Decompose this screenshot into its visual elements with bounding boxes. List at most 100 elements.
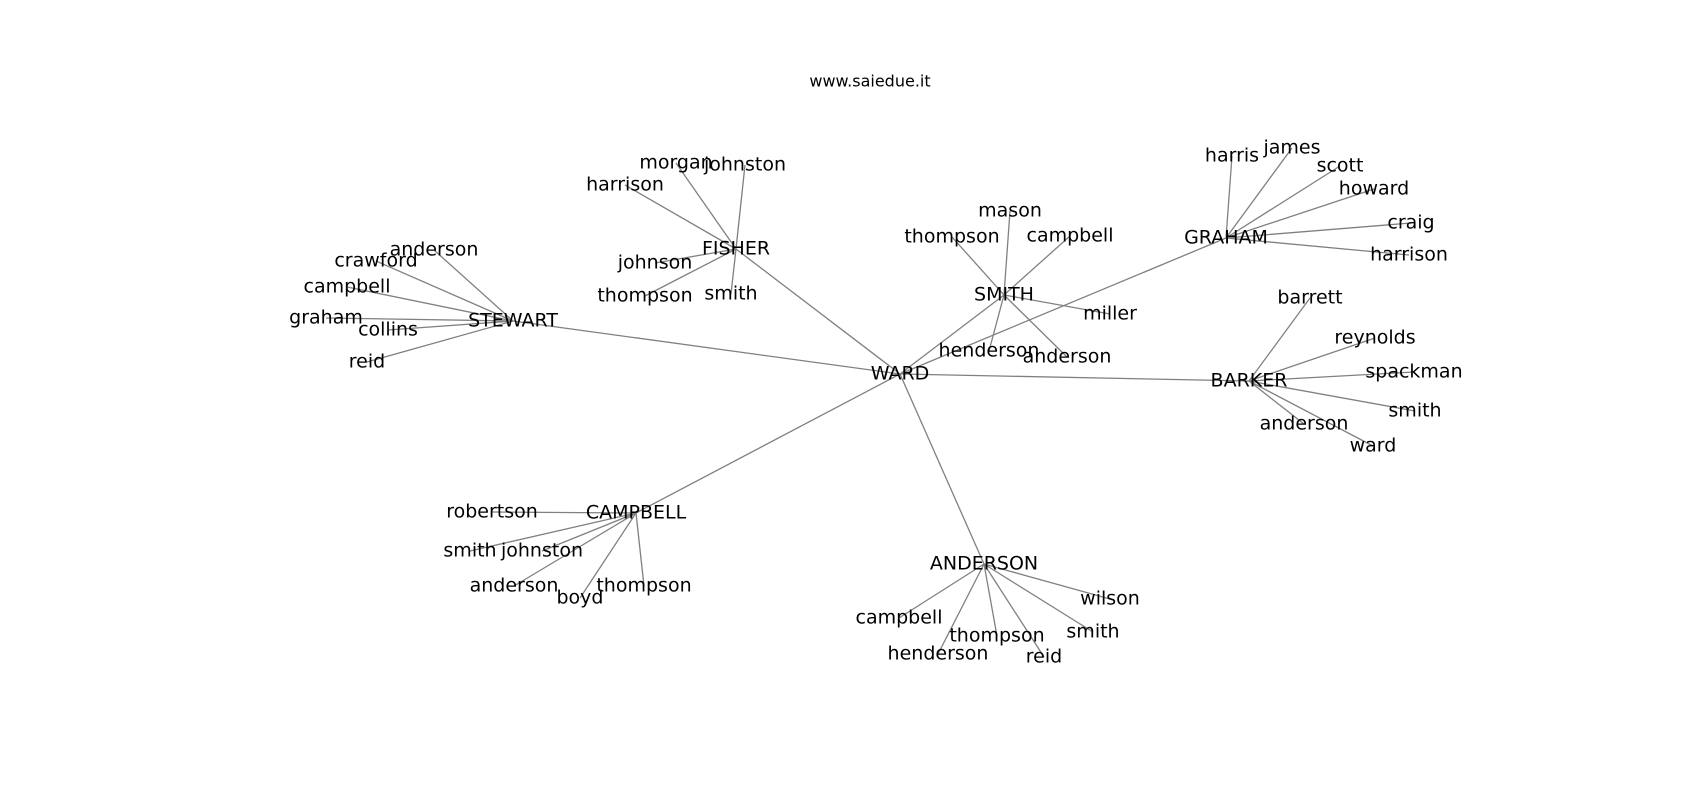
node-anderson-smith: smith [1066, 621, 1119, 643]
edge-smith-smith-mason [1003, 210, 1011, 296]
edge-anderson-anderson-smith [983, 563, 1094, 633]
node-fisher-thompson: thompson [597, 285, 692, 307]
edge-smith-smith-anderson [1003, 294, 1068, 358]
edge-stewart-stewart-anderson [433, 249, 514, 322]
node-stewart-graham: graham [289, 307, 363, 329]
edge-graham-graham-craig [1225, 222, 1412, 239]
edge-anderson-anderson-thompson [983, 563, 998, 637]
edge-campbell-campbell-boyd [579, 512, 637, 599]
node-fisher: FISHER [702, 238, 770, 260]
node-anderson: ANDERSON [930, 553, 1038, 575]
node-barker-spackman: spackman [1365, 361, 1462, 383]
node-fisher-johnston: johnston [703, 154, 786, 176]
edge-fisher-fisher-morgan [675, 162, 737, 250]
edge-graham-graham-howard [1225, 188, 1375, 239]
node-campbell-thompson: thompson [596, 575, 691, 597]
edge-campbell-campbell-smith [469, 512, 637, 552]
edge-fisher-fisher-johnson [654, 248, 737, 264]
edge-graham-graham-james [1225, 147, 1293, 239]
node-campbell-robertson: robertson [446, 501, 538, 523]
node-graham-howard: howard [1339, 178, 1409, 200]
node-campbell-boyd: boyd [557, 587, 604, 609]
node-anderson-reid: reid [1026, 646, 1062, 668]
node-campbell-johnston: johnston [500, 540, 583, 562]
edge-anderson-anderson-wilson [983, 563, 1111, 600]
edge-fisher-fisher-smith [730, 248, 737, 295]
node-campbell-anderson: anderson [470, 575, 559, 597]
edge-barker-barker-spackman [1248, 371, 1415, 382]
edge-ward-anderson [899, 373, 985, 565]
edge-smith-smith-miller [1003, 294, 1111, 315]
node-anderson-thompson: thompson [949, 625, 1044, 647]
node-stewart-anderson: anderson [390, 239, 479, 261]
node-fisher-smith: smith [704, 283, 757, 305]
edge-ward-barker [899, 373, 1250, 382]
node-stewart-campbell: campbell [304, 276, 391, 298]
node-barker-anderson: anderson [1260, 413, 1349, 435]
node-layer: WARD STEWART FISHER SMITH GRAHAM BARKER CAMPBE… [289, 137, 1462, 668]
edge-anderson-anderson-campbell [898, 563, 985, 619]
node-campbell: CAMPBELL [586, 502, 687, 524]
node-fisher-morgan: morgan [639, 152, 712, 174]
node-smith-campbell: campbell [1027, 225, 1114, 247]
edge-stewart-stewart-crawford [375, 260, 514, 322]
edge-anderson-anderson-reid [983, 563, 1045, 658]
edge-graham-graham-harris [1225, 155, 1233, 239]
node-fisher-johnson: johnson [617, 252, 693, 274]
edge-campbell-campbell-anderson [513, 512, 637, 587]
edge-ward-smith [899, 294, 1005, 375]
node-barker: BARKER [1211, 370, 1288, 392]
node-smith-mason: mason [978, 200, 1042, 222]
edge-ward-campbell [635, 373, 901, 514]
node-anderson-campbell: campbell [856, 607, 943, 629]
node-stewart-crawford: crawford [334, 250, 417, 272]
node-ward: WARD [871, 363, 930, 385]
node-barker-reynolds: reynolds [1334, 327, 1415, 349]
node-graham: GRAHAM [1184, 227, 1268, 249]
edge-smith-smith-henderson [988, 294, 1005, 352]
edge-fisher-fisher-thompson [644, 248, 737, 297]
node-graham-james: james [1262, 137, 1320, 159]
node-stewart-collins: collins [358, 319, 418, 341]
node-fisher-harrison: harrison [586, 174, 664, 196]
edge-layer [325, 147, 1416, 658]
diagram-title: www.saiedue.it [809, 72, 930, 91]
node-campbell-smith: smith [443, 540, 496, 562]
node-smith-thompson: thompson [904, 226, 999, 248]
edge-campbell-campbell-robertson [491, 511, 637, 514]
edge-ward-fisher [735, 248, 901, 375]
node-smith-henderson: henderson [939, 340, 1040, 362]
edge-barker-barker-anderson [1248, 380, 1305, 425]
edge-barker-barker-ward [1248, 380, 1374, 447]
node-stewart-reid: reid [349, 351, 385, 373]
edge-stewart-stewart-campbell [346, 286, 514, 322]
edge-fisher-fisher-harrison [624, 184, 737, 250]
node-anderson-wilson: wilson [1080, 588, 1140, 610]
edge-stewart-stewart-collins [387, 320, 514, 331]
edge-smith-smith-thompson [951, 236, 1005, 296]
edge-anderson-anderson-henderson [937, 563, 985, 655]
edge-fisher-fisher-johnston [735, 164, 746, 250]
node-stewart: STEWART [468, 310, 558, 332]
edge-graham-graham-harrison [1225, 237, 1410, 256]
edge-ward-stewart [512, 320, 901, 375]
edge-smith-smith-campbell [1003, 235, 1071, 296]
edge-stewart-stewart-graham [325, 317, 514, 322]
node-smith-miller: miller [1083, 303, 1137, 325]
edge-barker-barker-smith [1248, 380, 1416, 412]
node-barker-smith: smith [1388, 400, 1441, 422]
edge-campbell-campbell-johnston [541, 512, 637, 552]
node-barker-barrett: barrett [1277, 287, 1342, 309]
node-graham-harrison: harrison [1370, 244, 1448, 266]
edge-barker-barker-reynolds [1248, 337, 1376, 382]
edge-barker-barker-barrett [1248, 297, 1311, 382]
node-graham-harris: harris [1205, 145, 1259, 167]
edge-campbell-campbell-thompson [635, 512, 645, 587]
node-graham-scott: scott [1317, 155, 1364, 177]
node-smith-anderson: anderson [1023, 346, 1112, 368]
edge-stewart-stewart-reid [366, 320, 514, 363]
edge-graham-graham-scott [1225, 165, 1341, 239]
node-anderson-henderson: henderson [888, 643, 989, 665]
node-smith: SMITH [974, 284, 1034, 306]
